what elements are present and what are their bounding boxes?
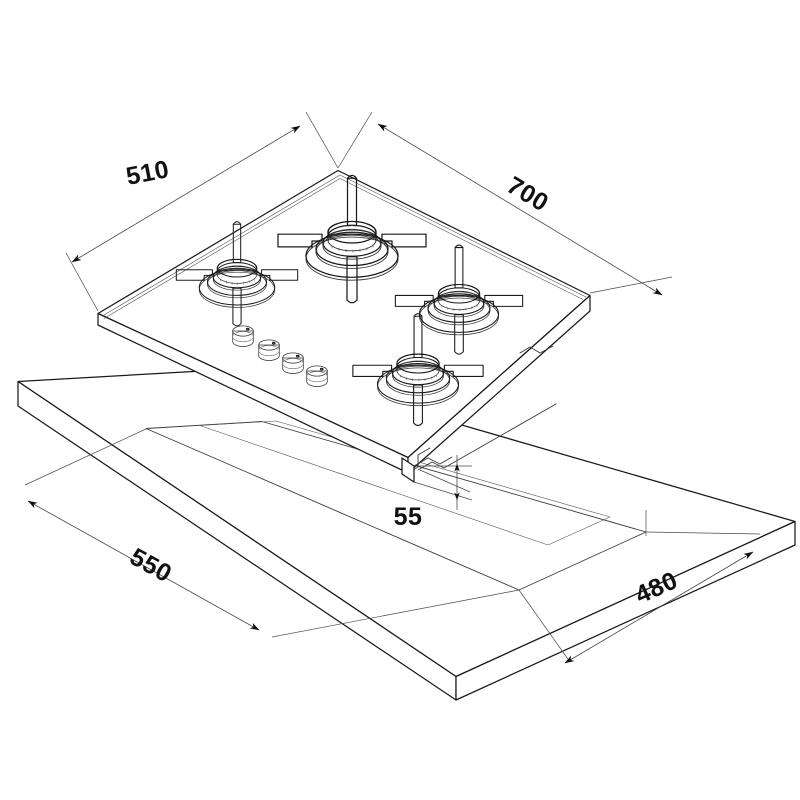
cooktop-lug-notch bbox=[413, 456, 453, 467]
dimension-55-label: 55 bbox=[394, 503, 423, 531]
dimension-510-label: 510 bbox=[124, 155, 172, 191]
dimension-700-label: 700 bbox=[502, 171, 553, 217]
countertop-cutout-rim bbox=[199, 420, 611, 546]
dimension-550-label: 550 bbox=[125, 543, 176, 588]
dimension-55: 55 bbox=[394, 455, 473, 531]
